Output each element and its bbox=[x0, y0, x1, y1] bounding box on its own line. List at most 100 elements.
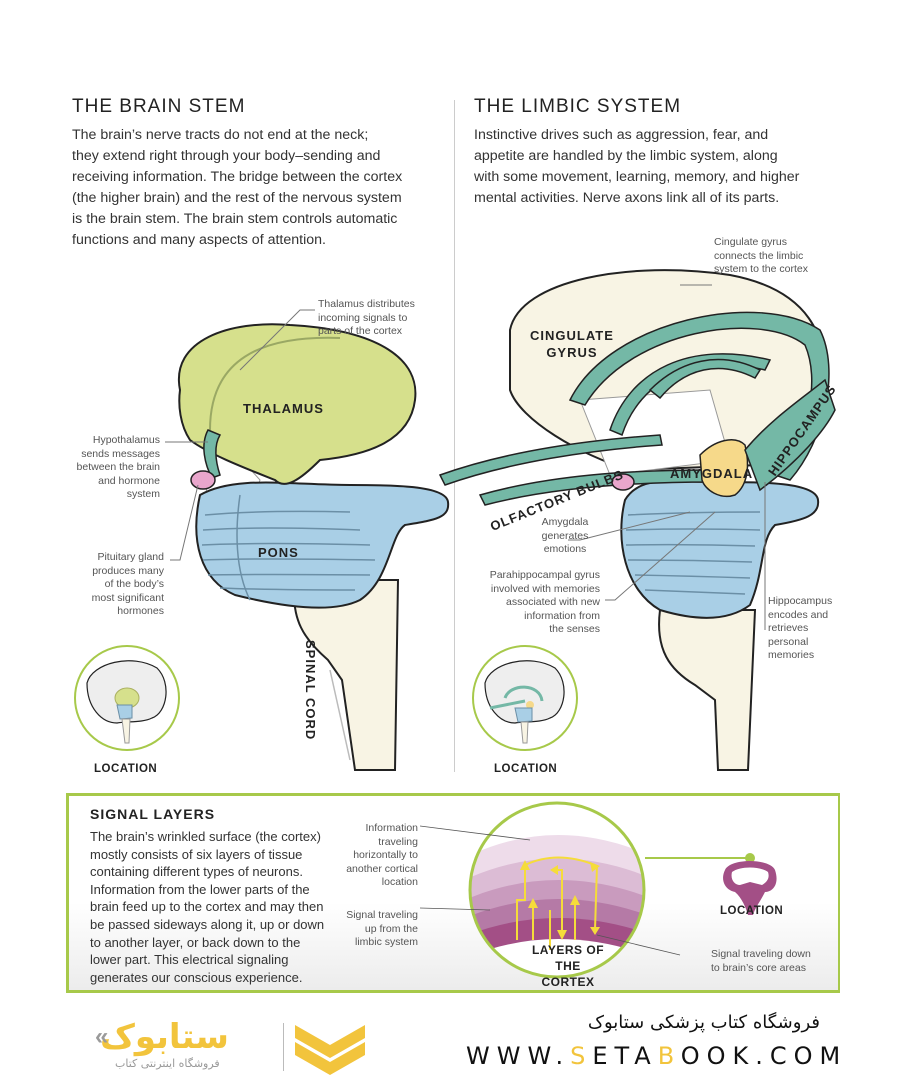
text-line: mostly consists of six layers of tissue bbox=[90, 846, 303, 862]
text-line: functions and many aspects of attention. bbox=[72, 232, 326, 248]
cingulate-gyrus-label: CINGULATE GYRUS bbox=[530, 327, 614, 361]
cortex-layers-label: LAYERS OF THE CORTEX bbox=[528, 942, 608, 990]
column-divider bbox=[454, 100, 455, 772]
note-line: and hormone bbox=[98, 474, 160, 487]
note-line: of the body’s bbox=[104, 578, 164, 590]
store-url[interactable]: WWW.SETABOOK.COM bbox=[466, 1042, 847, 1070]
note-line: Hippocampus bbox=[768, 595, 833, 607]
signal-layers-panel bbox=[66, 793, 840, 993]
signal-layers-title: SIGNAL LAYERS bbox=[90, 806, 216, 822]
logo-chevron-icon bbox=[295, 1025, 365, 1075]
text-line: generates our conscious experience. bbox=[90, 969, 303, 985]
note-line: sends messages bbox=[81, 447, 160, 460]
note-line: retrieves bbox=[768, 622, 809, 634]
limbic-system-description: Instinctive drives such as aggression, f… bbox=[474, 125, 854, 209]
label-line: LAYERS OF bbox=[531, 943, 605, 957]
note-line: involved with memories bbox=[490, 582, 600, 595]
note-line: traveling bbox=[378, 835, 418, 848]
note-line: hormones bbox=[117, 605, 164, 617]
limbic-location-label: LOCATION bbox=[494, 763, 558, 775]
brain-stem-location-inset bbox=[74, 645, 180, 751]
note-line: up from the bbox=[364, 922, 418, 935]
note-line: system to the cortex bbox=[714, 263, 808, 275]
note-line: Thalamus distributes bbox=[318, 298, 415, 310]
text-line: containing different types of neurons. bbox=[90, 864, 303, 880]
url-part: OOK.COM bbox=[680, 1042, 848, 1070]
limbic-location-inset bbox=[472, 645, 578, 751]
chevrons-icon: « bbox=[95, 1023, 109, 1050]
note-line: Information bbox=[365, 822, 418, 834]
pituitary-note: Pituitary gland produces many of the bod… bbox=[64, 551, 164, 619]
hippocampus-note: Hippocampus encodes and retrieves person… bbox=[768, 595, 832, 663]
note-line: emotions bbox=[543, 543, 587, 555]
amygdala-shape bbox=[699, 439, 749, 497]
horizontal-signal-note: Information traveling horizontally to an… bbox=[338, 822, 418, 890]
text-line: mental activities. Nerve axons link all … bbox=[474, 190, 780, 206]
note-line: generates bbox=[541, 529, 589, 542]
text-line: is the brain stem. The brain stem contro… bbox=[72, 211, 398, 227]
note-line: Hypothalamus bbox=[92, 434, 160, 446]
logo-tagline: فروشگاه اینترنتی کتاب bbox=[115, 1057, 220, 1070]
note-line: Cingulate gyrus bbox=[714, 236, 787, 248]
note-line: memories bbox=[768, 649, 815, 661]
note-line: most significant bbox=[91, 591, 164, 604]
text-line: receiving information. The bridge betwee… bbox=[72, 169, 403, 185]
brain-location-icon bbox=[723, 861, 777, 915]
amygdala-note: Amygdala generates emotions bbox=[535, 516, 595, 557]
note-line: produces many bbox=[92, 564, 164, 577]
note-line: system bbox=[126, 488, 160, 500]
label-line: CINGULATE bbox=[530, 328, 614, 343]
note-line: Parahippocampal gyrus bbox=[489, 569, 600, 581]
note-line: information from bbox=[524, 609, 600, 622]
text-line: lower part. This electrical signaling bbox=[90, 952, 289, 968]
note-line: location bbox=[381, 876, 418, 888]
brain-stem-title: THE BRAIN STEM bbox=[72, 96, 246, 117]
thalamus-note: Thalamus distributes incoming signals to… bbox=[318, 298, 415, 339]
pons-label: PONS bbox=[258, 545, 299, 560]
limbic-system-illustration bbox=[438, 269, 836, 771]
text-line: The brain’s nerve tracts do not end at t… bbox=[72, 127, 369, 143]
text-line: with some movement, learning, memory, an… bbox=[474, 169, 800, 185]
text-line: appetite are handled by the limbic syste… bbox=[474, 148, 778, 164]
signal-location-label: LOCATION bbox=[720, 905, 784, 917]
note-line: another cortical bbox=[346, 862, 418, 875]
store-name: فروشگاه کتاب پزشکی ستابوک bbox=[587, 1012, 820, 1033]
hippocampus-shape bbox=[744, 378, 836, 492]
text-line: Instinctive drives such as aggression, f… bbox=[474, 127, 769, 143]
url-part-highlight: S bbox=[570, 1042, 593, 1070]
text-line: (the higher brain) and the rest of the n… bbox=[72, 190, 402, 206]
url-part: WWW. bbox=[466, 1042, 571, 1070]
hypothalamus-note: Hypothalamus sends messages between the … bbox=[64, 434, 160, 502]
logo-wordmark: ستابوک bbox=[100, 1017, 229, 1057]
cingulate-note: Cingulate gyrus connects the limbic syst… bbox=[714, 236, 808, 277]
text-line: The brain’s wrinkled surface (the cortex… bbox=[90, 829, 321, 844]
note-line: Amygdala bbox=[541, 516, 589, 528]
note-line: between the brain bbox=[76, 461, 160, 473]
note-line: horizontally to bbox=[353, 849, 418, 861]
limbic-fibers bbox=[438, 311, 830, 506]
text-line: be passed sideways along it, up or down bbox=[90, 916, 325, 932]
signal-layers-description: The brain’s wrinkled surface (the cortex… bbox=[90, 828, 330, 986]
downward-signal-note: Signal traveling down to brain’s core ar… bbox=[711, 948, 811, 975]
brain-stem-illustration bbox=[165, 309, 450, 771]
text-line: Information from the lower parts of the bbox=[90, 881, 310, 897]
parahippocampal-note: Parahippocampal gyrus involved with memo… bbox=[480, 569, 600, 637]
limbic-system-title: THE LIMBIC SYSTEM bbox=[474, 96, 682, 117]
note-line: Signal traveling down bbox=[711, 948, 811, 960]
brain-stem-description: The brain’s nerve tracts do not end at t… bbox=[72, 125, 442, 251]
label-line: THE CORTEX bbox=[541, 959, 595, 989]
url-part-highlight: B bbox=[657, 1042, 681, 1070]
note-line: to brain’s core areas bbox=[711, 961, 806, 974]
logo-divider bbox=[283, 1023, 284, 1071]
setabook-logo[interactable]: ستابوک « فروشگاه اینترنتی کتاب bbox=[95, 1015, 375, 1075]
note-line: connects the limbic bbox=[714, 249, 804, 262]
note-line: associated with new bbox=[506, 596, 600, 608]
note-line: Signal traveling bbox=[346, 909, 418, 921]
label-line: GYRUS bbox=[546, 345, 598, 360]
upward-signal-note: Signal traveling up from the limbic syst… bbox=[330, 909, 418, 950]
amygdala-label: AMYGDALA bbox=[670, 466, 754, 481]
note-line: encodes and bbox=[768, 608, 829, 621]
cortex-layers-diagram bbox=[420, 801, 777, 979]
signal-arrows bbox=[516, 856, 598, 950]
text-line: to another layer, or back down to the bbox=[90, 934, 301, 950]
